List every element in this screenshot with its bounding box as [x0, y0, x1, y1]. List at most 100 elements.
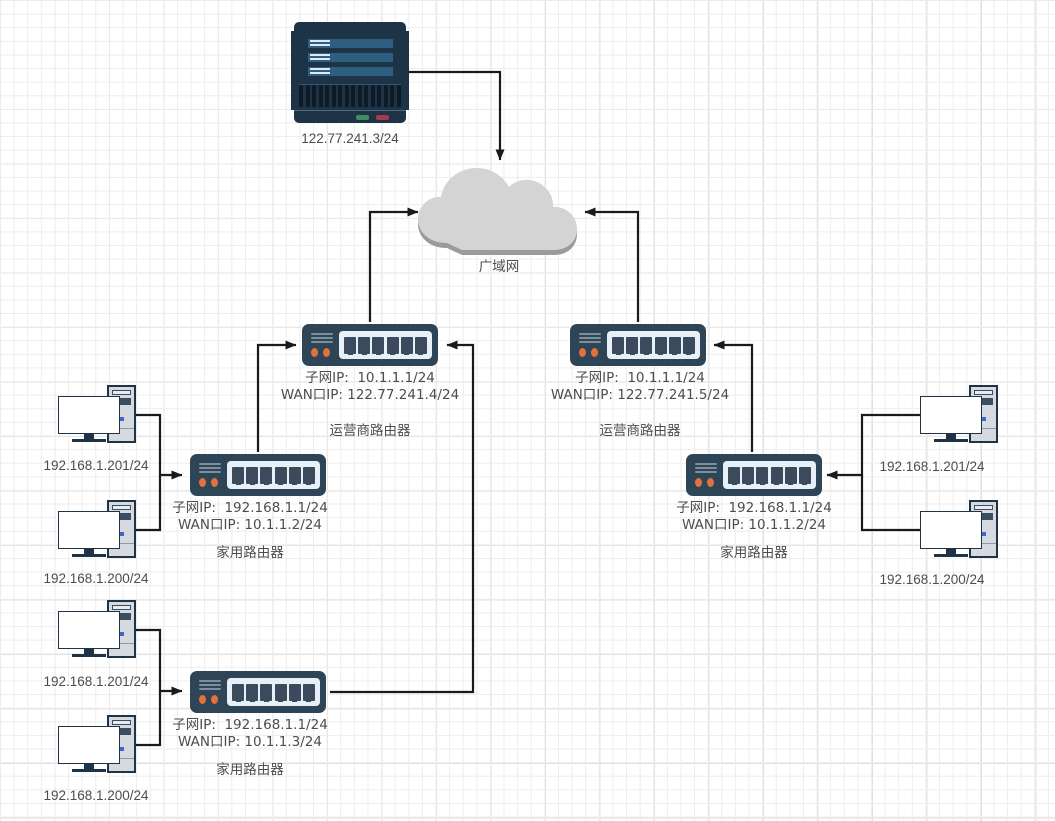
wire-pc-right-bottom-to-home-right — [860, 475, 920, 532]
pc-monitor-screen — [58, 726, 120, 764]
ethernet-port-icon — [232, 466, 245, 485]
pc-lower-bottom-device[interactable] — [58, 715, 138, 775]
ethernet-port-icon — [400, 336, 413, 355]
led-indicators — [199, 695, 218, 704]
ethernet-port-icon — [274, 683, 287, 702]
pc-monitor-neck — [84, 648, 94, 654]
port-panel — [227, 678, 320, 706]
vent-lines-icon — [579, 333, 601, 343]
wire-isp-right-to-cloud — [584, 207, 640, 322]
ethernet-port-icon — [668, 336, 681, 355]
ethernet-port-icon — [246, 683, 259, 702]
ethernet-port-icon — [784, 466, 797, 485]
home-router-left-role-label: 家用路由器 — [216, 545, 284, 561]
wire-pc-left-top-to-home-left — [120, 413, 183, 480]
ethernet-port-icon — [274, 466, 287, 485]
server-vent-grill — [299, 84, 401, 107]
wire-home-left-to-isp-left — [256, 340, 297, 452]
pc-lower-bottom-ip-label: 192.168.1.200/24 — [43, 788, 149, 803]
ethernet-port-icon — [302, 683, 315, 702]
ethernet-port-icon — [260, 683, 273, 702]
pc-monitor-base — [72, 554, 106, 557]
pc-right-bottom-device[interactable] — [920, 500, 1000, 560]
server-led-green — [356, 115, 369, 120]
isp-router-right-subnet-label: 子网IP: 10.1.1.1/24 — [575, 370, 705, 386]
isp-router-right-wan-label: WAN口IP: 122.77.241.5/24 — [550, 387, 730, 403]
pc-monitor-base — [72, 769, 106, 772]
server-bar-1 — [308, 39, 393, 48]
isp-router-right-role-label: 运营商路由器 — [599, 423, 681, 439]
ethernet-port-icon — [386, 336, 399, 355]
pc-monitor-neck — [84, 763, 94, 769]
pc-right-top-device[interactable] — [920, 385, 1000, 445]
pc-monitor-base — [934, 439, 968, 442]
pc-monitor-screen — [920, 396, 982, 434]
home-router-bottom-subnet-label: 子网IP: 192.168.1.1/24 — [172, 717, 328, 733]
ethernet-port-icon — [682, 336, 695, 355]
port-panel — [607, 331, 700, 359]
vent-lines-icon — [199, 680, 221, 690]
wire-home-bottom-to-isp-left — [330, 340, 475, 694]
ethernet-port-icon — [798, 466, 811, 485]
led-indicators — [695, 478, 714, 487]
pc-monitor-neck — [84, 433, 94, 439]
server-device[interactable] — [291, 22, 409, 123]
isp-router-left-subnet-label: 子网IP: 10.1.1.1/24 — [305, 370, 435, 386]
ethernet-port-icon — [612, 336, 625, 355]
port-panel — [227, 461, 320, 489]
pc-monitor-screen — [58, 396, 120, 434]
ethernet-port-icon — [654, 336, 667, 355]
ethernet-port-icon — [742, 466, 755, 485]
pc-right-bottom-ip-label: 192.168.1.200/24 — [879, 572, 985, 587]
server-base — [294, 110, 406, 123]
isp-router-right-device[interactable] — [570, 324, 706, 366]
pc-monitor-base — [72, 654, 106, 657]
wire-home-right-to-isp-right — [713, 340, 754, 452]
pc-left-top-device[interactable] — [58, 385, 138, 445]
pc-left-top-ip-label: 192.168.1.201/24 — [43, 458, 149, 473]
home-router-right-role-label: 家用路由器 — [720, 545, 788, 561]
isp-router-left-role-label: 运营商路由器 — [329, 423, 411, 439]
ethernet-port-icon — [260, 466, 273, 485]
home-router-right-wan-label: WAN口IP: 10.1.1.2/24 — [682, 517, 826, 533]
pc-right-top-ip-label: 192.168.1.201/24 — [879, 459, 985, 474]
ethernet-port-icon — [728, 466, 741, 485]
pc-monitor-screen — [920, 511, 982, 549]
home-router-bottom-role-label: 家用路由器 — [216, 762, 284, 778]
vent-lines-icon — [311, 333, 333, 343]
isp-router-left-wan-label: WAN口IP: 122.77.241.4/24 — [280, 387, 460, 403]
pc-monitor-base — [934, 554, 968, 557]
led-indicators — [199, 478, 218, 487]
ethernet-port-icon — [246, 466, 259, 485]
ethernet-port-icon — [288, 683, 301, 702]
home-router-left-wan-label: WAN口IP: 10.1.1.2/24 — [178, 517, 322, 533]
home-router-bottom-wan-label: WAN口IP: 10.1.1.3/24 — [178, 734, 322, 750]
ethernet-port-icon — [756, 466, 769, 485]
home-router-bottom-device[interactable] — [190, 671, 326, 713]
isp-router-left-device[interactable] — [302, 324, 438, 366]
pc-lower-top-device[interactable] — [58, 600, 138, 660]
wire-server-to-cloud — [409, 70, 505, 161]
pc-monitor-screen — [58, 611, 120, 649]
server-top-panel — [294, 22, 406, 32]
port-panel — [723, 461, 816, 489]
pc-monitor-neck — [946, 433, 956, 439]
home-router-left-device[interactable] — [190, 454, 326, 496]
ethernet-port-icon — [640, 336, 653, 355]
ethernet-port-icon — [626, 336, 639, 355]
cloud-icon — [418, 168, 577, 255]
ethernet-port-icon — [302, 466, 315, 485]
home-router-right-device[interactable] — [686, 454, 822, 496]
ethernet-port-icon — [288, 466, 301, 485]
home-router-right-subnet-label: 子网IP: 192.168.1.1/24 — [676, 500, 832, 516]
ethernet-port-icon — [358, 336, 371, 355]
pc-left-bottom-device[interactable] — [58, 500, 138, 560]
server-bar-3 — [308, 67, 393, 76]
server-led-red — [376, 115, 389, 120]
wire-isp-left-to-cloud — [368, 207, 419, 322]
pc-monitor-screen — [58, 511, 120, 549]
pc-lower-top-ip-label: 192.168.1.201/24 — [43, 674, 149, 689]
pc-monitor-neck — [946, 548, 956, 554]
